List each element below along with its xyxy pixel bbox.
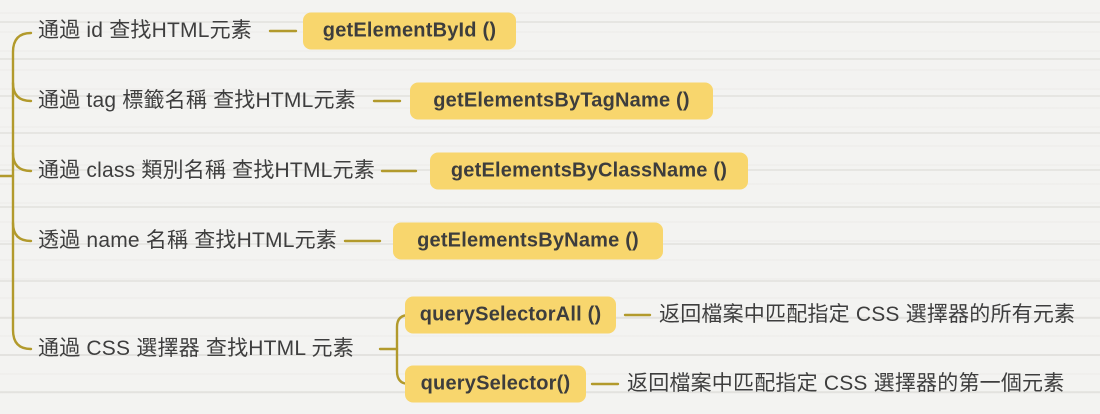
branch-elbow-class (11, 151, 33, 173)
branch-label-tag[interactable]: 通過 tag 標籤名稱 查找HTML元素 (38, 89, 356, 113)
method-node-label: getElementsByClassName () (450, 159, 728, 182)
fork-bracket (395, 313, 411, 386)
trunk-line (11, 31, 33, 351)
method-node-getelementbyid[interactable]: getElementById () (303, 12, 516, 50)
method-node-queryselectorall[interactable]: querySelectorAll () (405, 296, 616, 334)
branch-label-css-selector[interactable]: 通過 CSS 選擇器 查找HTML 元素 (38, 337, 354, 361)
method-node-getelementsbyclassname[interactable]: getElementsByClassName () (430, 152, 748, 190)
method-node-getelementsbyname[interactable]: getElementsByName () (393, 222, 663, 260)
method-node-label: getElementsByTagName () (433, 89, 690, 112)
branch-label-class[interactable]: 通過 class 類別名稱 查找HTML元素 (38, 159, 375, 183)
method-node-label: getElementsByName () (417, 229, 639, 252)
method-node-label: querySelector() (420, 372, 571, 395)
branch-elbow-tag (11, 81, 33, 103)
method-node-getelementsbytagname[interactable]: getElementsByTagName () (410, 82, 713, 120)
branch-label-id[interactable]: 通過 id 查找HTML元素 (38, 19, 252, 43)
branch-elbow-name (11, 221, 33, 243)
description-queryselectorall[interactable]: 返回檔案中匹配指定 CSS 選擇器的所有元素 (659, 303, 1076, 327)
description-queryselector[interactable]: 返回檔案中匹配指定 CSS 選擇器的第一個元素 (627, 372, 1065, 396)
branch-label-name[interactable]: 透過 name 名稱 查找HTML元素 (38, 229, 337, 253)
method-node-queryselector[interactable]: querySelector() (405, 365, 586, 403)
method-node-label: querySelectorAll () (419, 303, 602, 326)
method-node-label: getElementById () (322, 19, 497, 42)
